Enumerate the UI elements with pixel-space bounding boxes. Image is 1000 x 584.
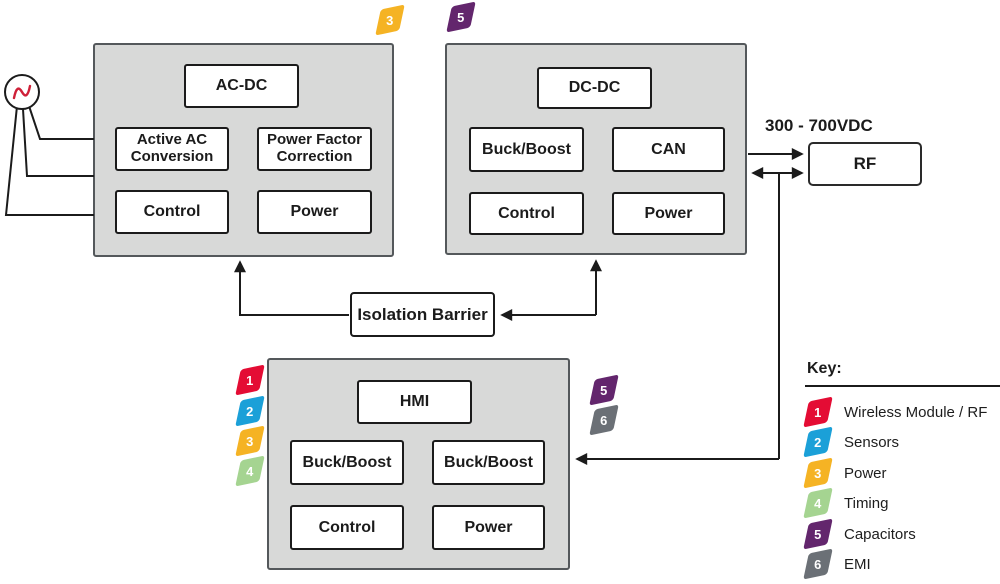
acdc-cell-power: Power xyxy=(257,190,372,234)
dcdc-cell-can: CAN xyxy=(612,127,725,172)
hmi-cell-power: Power xyxy=(432,505,545,550)
hmi-badge-3: 3 xyxy=(235,425,265,457)
key-item-power: 3 Power xyxy=(803,457,887,489)
dcdc-cell-control: Control xyxy=(469,192,584,235)
rf-box: RF xyxy=(808,142,922,186)
key-item-sensors: 2 Sensors xyxy=(803,426,899,458)
barrier-to-acdc-arrow xyxy=(234,260,349,316)
hmi-badge-1: 1 xyxy=(235,364,265,396)
key-item-capacitors: 5 Capacitors xyxy=(803,518,916,550)
acdc-panel: AC-DC Active AC Conversion Power Factor … xyxy=(93,43,394,257)
hmi-cell-control: Control xyxy=(290,505,404,550)
key-badge-3: 3 xyxy=(803,457,833,489)
acdc-cell-power-factor-correction: Power Factor Correction xyxy=(257,127,372,171)
acdc-badge-3: 3 xyxy=(375,4,405,36)
dcdc-title-box: DC-DC xyxy=(537,67,652,109)
dcdc-title: DC-DC xyxy=(568,79,621,97)
key-badge-5: 5 xyxy=(803,518,833,550)
hmi-badge-5: 5 xyxy=(589,374,619,406)
isolation-barrier-box: Isolation Barrier xyxy=(350,292,495,337)
key-title: Key: xyxy=(807,360,842,377)
acdc-title: AC-DC xyxy=(215,77,268,95)
key-badge-1: 1 xyxy=(803,396,833,428)
voltage-label: 300 - 700VDC xyxy=(765,116,873,135)
hmi-title-box: HMI xyxy=(357,380,472,424)
hmi-badge-2: 2 xyxy=(235,395,265,427)
key-item-emi: 6 EMI xyxy=(803,548,871,580)
key-badge-6: 6 xyxy=(803,548,833,580)
key-badge-4: 4 xyxy=(803,487,833,519)
dcdc-badge-5: 5 xyxy=(446,1,476,33)
dcdc-panel: DC-DC Buck/Boost CAN Control Power xyxy=(445,43,747,255)
hmi-cell-buck-boost-right: Buck/Boost xyxy=(432,440,545,485)
hmi-cell-buck-boost-left: Buck/Boost xyxy=(290,440,404,485)
key-divider xyxy=(805,385,1000,387)
acdc-cell-control: Control xyxy=(115,190,229,234)
key-item-timing: 4 Timing xyxy=(803,487,888,519)
ac-feed-line-bottom xyxy=(4,105,94,216)
ac-feed-line-top xyxy=(28,105,94,140)
hmi-title: HMI xyxy=(399,393,430,411)
acdc-title-box: AC-DC xyxy=(184,64,299,108)
dcdc-cell-buck-boost: Buck/Boost xyxy=(469,127,584,172)
hmi-panel: HMI Buck/Boost Buck/Boost Control Power xyxy=(267,358,570,570)
key-badge-2: 2 xyxy=(803,426,833,458)
acdc-cell-active-ac-conversion: Active AC Conversion xyxy=(115,127,229,171)
key-item-wireless: 1 Wireless Module / RF xyxy=(803,396,987,428)
ac-sine-wave-glyph xyxy=(12,84,32,100)
hmi-badge-6: 6 xyxy=(589,404,619,436)
ac-source-icon xyxy=(4,74,40,110)
ac-feed-line-middle xyxy=(22,108,94,177)
dcdc-cell-power: Power xyxy=(612,192,725,235)
hmi-badge-4: 4 xyxy=(235,455,265,487)
